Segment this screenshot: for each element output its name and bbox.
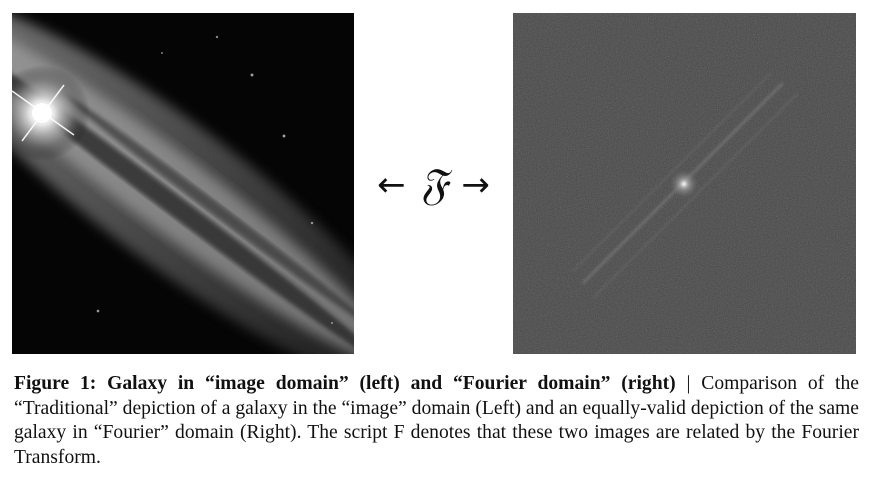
right-arrow-icon: → xyxy=(461,165,490,205)
figure-caption: Figure 1: Galaxy in “image domain” (left… xyxy=(14,372,859,470)
galaxy-image xyxy=(12,13,354,354)
script-f-symbol: 𝔉 xyxy=(419,159,448,210)
fourier-spectrum-image xyxy=(513,13,856,354)
left-arrow-icon: ← xyxy=(377,165,406,205)
caption-text: Comparison of the “Traditional” depictio… xyxy=(14,373,859,468)
figure-row: ← 𝔉 → xyxy=(12,13,856,354)
fourier-transform-symbol: ← 𝔉 → xyxy=(354,150,513,220)
galaxy-fourier-domain xyxy=(513,13,856,354)
galaxy-image-domain xyxy=(12,13,354,354)
caption-separator: | xyxy=(675,373,702,394)
caption-label: Figure 1: Galaxy in “image domain” (left… xyxy=(14,373,676,394)
